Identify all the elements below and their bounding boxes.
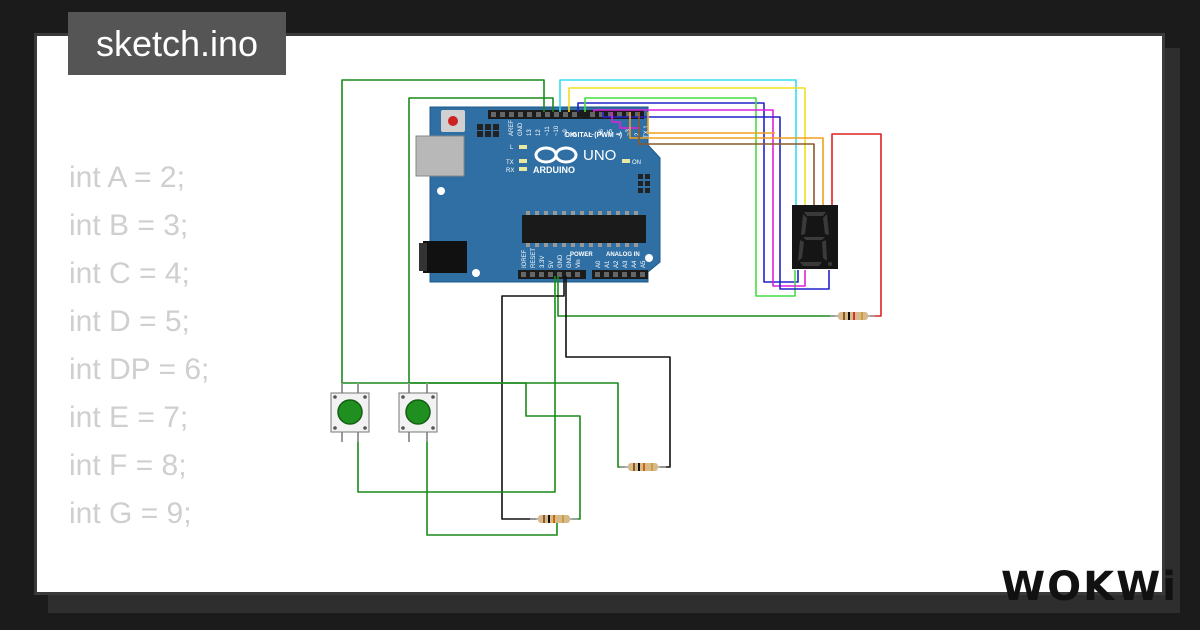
led-tx-label: TX [506, 160, 514, 166]
usb-port [415, 135, 465, 177]
wire-segment-yellow[interactable] [568, 87, 806, 205]
filename-tab: sketch.ino [68, 12, 286, 75]
pin-label: A4 [632, 260, 638, 268]
code-line: int C = 4; [69, 257, 190, 290]
wire-segment-cyan[interactable] [559, 79, 797, 205]
led-l [519, 145, 527, 149]
led-rx [519, 167, 527, 171]
pin-label: A2 [614, 260, 620, 268]
code-line: int D = 5; [69, 305, 190, 338]
wire-segment-navy[interactable] [602, 112, 830, 290]
pin-label: 5V [549, 261, 555, 268]
wire-display-common[interactable] [831, 133, 882, 317]
pin-label: A5 [641, 260, 647, 268]
pin-label: 4 [617, 132, 623, 136]
pin-label: 12 [536, 129, 542, 136]
seven-segment-display[interactable] [792, 205, 838, 269]
pin-label: RESET [531, 248, 537, 268]
pin-label: GND [518, 122, 524, 136]
button-cap[interactable] [337, 399, 363, 425]
pin-label: Vin [576, 259, 582, 268]
led-l-label: L [510, 145, 514, 151]
wire-button1-resistor[interactable] [342, 382, 625, 468]
pin-label: IOREF [522, 249, 528, 268]
mount-hole [437, 187, 445, 195]
resistor-button1[interactable] [620, 463, 666, 471]
arduino-uno-board[interactable]: AREF GND 13 12 ~11 ~10 ~9 8 7 ~6 ~5 4 ~3… [415, 106, 661, 283]
microcontroller-chip [522, 215, 646, 243]
code-line: int G = 9; [69, 497, 192, 530]
wire-button2-signal[interactable] [408, 97, 554, 392]
pin-label: ~5 [608, 128, 614, 136]
wire-segment-blue[interactable] [577, 102, 799, 283]
wire-segment-orange[interactable] [629, 112, 824, 205]
mount-hole [472, 269, 480, 277]
wire-ground-2[interactable] [501, 276, 565, 520]
board-brand: ARDUINO [533, 165, 575, 175]
pin-label: GND [567, 254, 573, 268]
wire-segment-brown[interactable] [638, 112, 815, 205]
led-tx [519, 159, 527, 163]
wire-5v-button1[interactable] [357, 276, 556, 493]
pin-label: A0 [596, 260, 602, 268]
wire-display-resistor[interactable] [557, 276, 835, 317]
board-model: UNO [583, 147, 616, 164]
wire-button1-signal[interactable] [341, 79, 545, 392]
led-on [622, 159, 630, 163]
led-rx-label: RX [506, 168, 514, 174]
pin-label: ~3 [626, 128, 632, 136]
pin-label: 3.3V [540, 256, 546, 268]
wire-segment-magenta[interactable] [593, 109, 806, 287]
analog-label: ANALOG IN [606, 252, 640, 258]
analog-header [592, 270, 648, 279]
wire-segment-orange2[interactable] [647, 112, 775, 134]
pin-label: TX 1 [644, 125, 650, 138]
pin-label: ~6 [599, 128, 605, 136]
pin-label: RX 0 [653, 124, 659, 138]
code-line: int B = 3; [69, 209, 189, 242]
button-cap[interactable] [405, 399, 431, 425]
code-line: int E = 7; [69, 401, 189, 434]
pin-label: 8 [572, 132, 578, 136]
power-label: POWER [570, 252, 593, 258]
wire-segment-lime[interactable] [584, 97, 796, 297]
pin-label: ~11 [545, 126, 551, 136]
code-line: int DP = 6; [69, 353, 210, 386]
wire-5v-button2[interactable] [426, 440, 558, 536]
pin-label: A1 [605, 260, 611, 268]
push-button-1[interactable] [330, 383, 370, 442]
wokwi-logo: WOKWi [1001, 564, 1178, 610]
pin-label: 13 [527, 129, 533, 136]
wire-button2-resistor[interactable] [409, 382, 581, 520]
reset-button-cap [448, 116, 458, 126]
led-on-label: ON [632, 160, 641, 166]
pin-label: ~9 [563, 128, 569, 136]
pin-label: ~10 [554, 125, 560, 136]
wire-segment-pink[interactable] [611, 112, 640, 129]
pin-label: GND [558, 254, 564, 268]
code-line: int F = 8; [69, 449, 187, 482]
arduino-infinity-logo [534, 146, 578, 164]
wire-ground-1[interactable] [565, 276, 671, 468]
pin-label: AREF [509, 120, 515, 136]
digital-label: DIGITAL (PWM ~) [565, 132, 622, 139]
pin-label: 7 [590, 132, 596, 136]
pin-label: A3 [623, 260, 629, 268]
code-line: int A = 2; [69, 161, 185, 194]
push-button-2[interactable] [398, 383, 438, 442]
resistor-display[interactable] [830, 312, 875, 320]
power-jack [423, 241, 467, 273]
resistor-button2[interactable] [530, 515, 578, 523]
mount-hole [645, 254, 653, 262]
pin-label: 2 [635, 132, 641, 136]
code-preview: int A = 2; int B = 3; int C = 4; int D =… [69, 154, 358, 592]
